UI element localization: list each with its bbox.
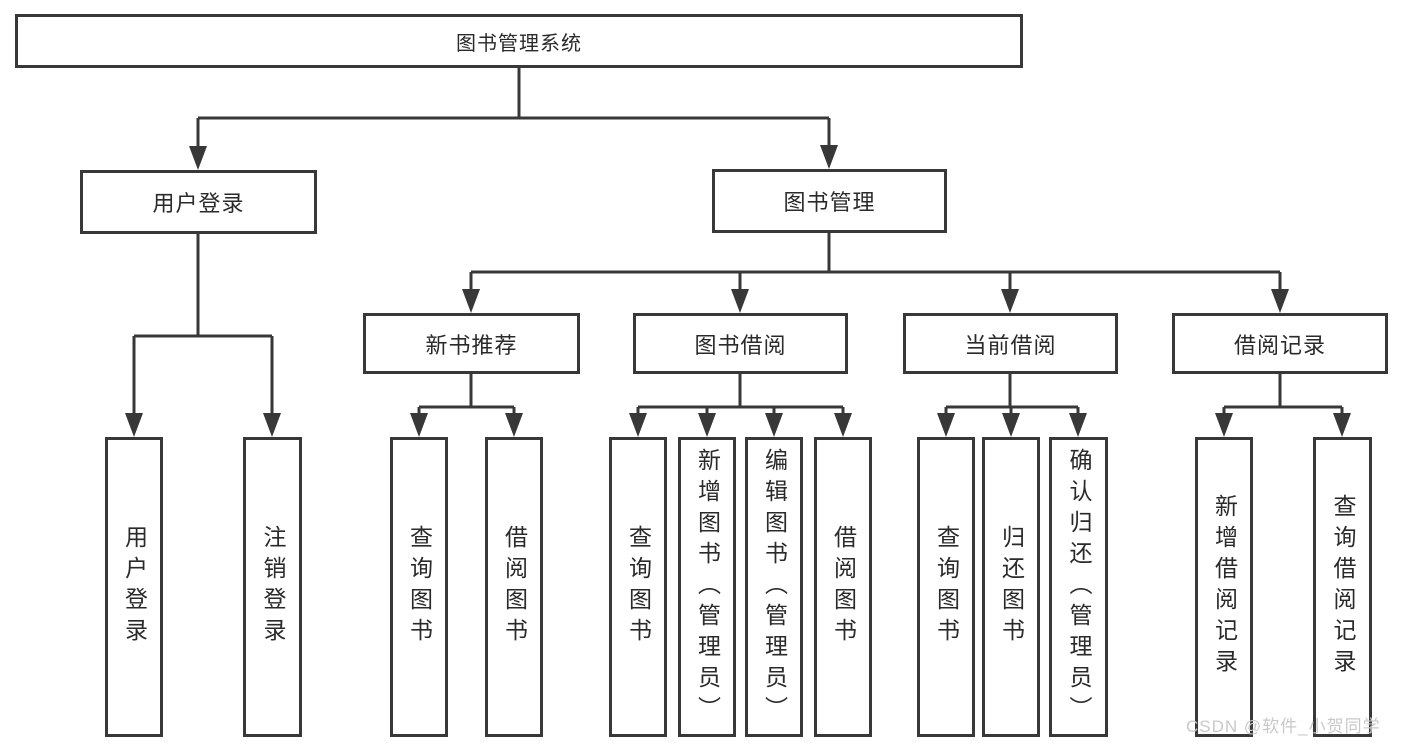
edge-user-login-to-leaves [132,234,274,420]
leaf-user-login: 用户登录 [105,437,163,737]
leaf-borrow-edit-books-admin: 编辑图书（管理员） [745,437,803,737]
arrowhead [125,413,143,437]
edge-current-borrow-to-leaves [944,374,1080,420]
arrowhead [1069,413,1087,437]
leaf-record-query-borrow-record: 查询借阅记录 [1313,437,1372,737]
node-book-borrow: 图书借阅 [633,313,848,374]
arrowhead [462,289,480,313]
arrowhead [1215,413,1233,437]
arrowhead [189,146,207,170]
arrowhead [698,413,716,437]
edge-root-to-level1 [196,68,831,150]
arrowhead [834,413,852,437]
arrowhead [731,289,749,313]
leaf-borrow-add-books-admin: 新增图书（管理员） [678,437,736,737]
leaf-borrow-borrow-books: 借阅图书 [814,437,872,737]
node-user-login: 用户登录 [80,170,317,234]
node-current-borrow: 当前借阅 [903,313,1118,374]
node-book-management: 图书管理 [712,169,947,233]
arrowhead [1333,413,1351,437]
edge-borrow-record-to-leaves [1222,374,1344,420]
arrowhead [1271,289,1289,313]
node-new-book-recommend: 新书推荐 [363,313,580,374]
edge-book-mgmt-to-level2 [469,233,1282,292]
leaf-current-confirm-return-admin: 确认归还（管理员） [1049,437,1108,737]
leaf-current-return-books: 归还图书 [982,437,1040,737]
edge-new-book-to-leaves [417,374,516,420]
leaf-record-add-borrow-record: 新增借阅记录 [1195,437,1253,737]
arrowhead [410,413,428,437]
leaf-borrow-query-books: 查询图书 [609,437,667,737]
arrowhead [1001,289,1019,313]
csdn-watermark: CSDN @软件_小贺同学 [1186,717,1381,736]
arrowhead [505,413,523,437]
arrowhead [1002,413,1020,437]
arrowhead [629,413,647,437]
leaf-newbook-borrow-books: 借阅图书 [485,437,543,737]
node-borrow-record: 借阅记录 [1172,313,1388,374]
arrowhead [937,413,955,437]
leaf-logout: 注销登录 [243,437,302,737]
leaf-current-query-books: 查询图书 [917,437,975,737]
arrowhead [263,413,281,437]
arrowhead [820,145,838,169]
node-root-system: 图书管理系统 [15,14,1023,68]
arrowhead [765,413,783,437]
leaf-newbook-query-books: 查询图书 [390,437,448,737]
edge-book-borrow-to-leaves [636,374,845,420]
